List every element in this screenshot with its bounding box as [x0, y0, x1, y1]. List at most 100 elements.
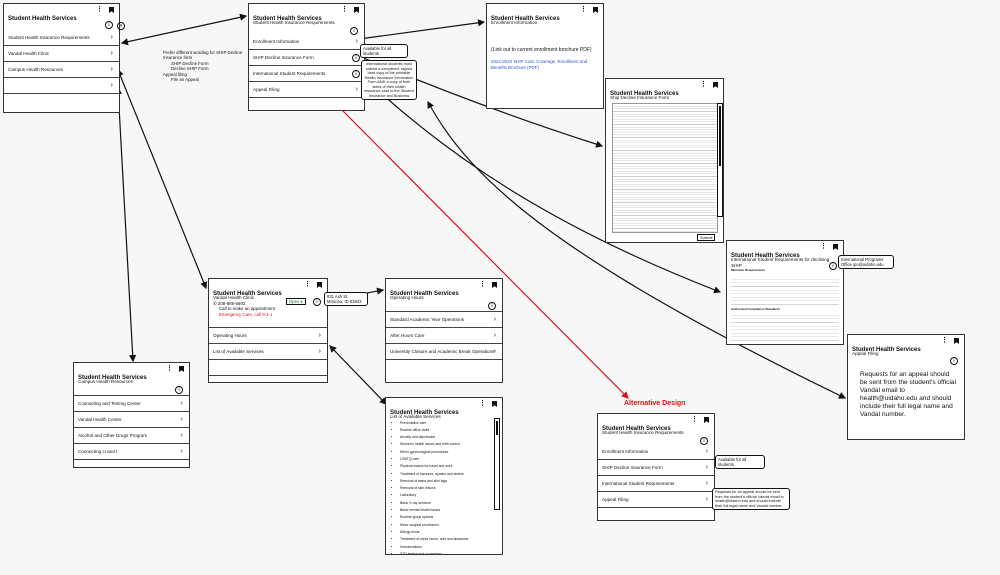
requirements-text: [731, 276, 839, 306]
list-item: Minor surgical procedures: [400, 522, 502, 529]
bookmark-icon[interactable]: [179, 366, 184, 372]
bookmark-icon[interactable]: [704, 417, 709, 423]
list-item: Preventative care: [400, 420, 502, 427]
info-icon[interactable]: i: [352, 53, 360, 62]
menu-item-decline-form[interactable]: SHIP Decline Insurance Form›: [598, 460, 714, 476]
menu-item-standard-hours[interactable]: Standard Academic Year Operations›: [386, 310, 502, 328]
screen-home: Student Health Services ⋮ i Student Heal…: [3, 3, 120, 113]
menu-item-empty[interactable]: [209, 360, 327, 377]
bookmark-icon[interactable]: [492, 401, 497, 407]
menu-item-international[interactable]: International Student Requirements›: [598, 476, 714, 492]
menu-item-operating-hours[interactable]: Operating Hours›: [209, 327, 327, 345]
bookmark-icon[interactable]: [954, 338, 959, 344]
chevron-right-icon: ›: [493, 315, 496, 323]
menu-item-campus-resources[interactable]: Campus Health Resources›: [4, 62, 119, 78]
menu-item-services[interactable]: List of Available Services›: [209, 344, 327, 361]
screen-subtitle: Operating Hours: [390, 295, 424, 300]
scrollbar[interactable]: [494, 418, 500, 510]
screen-alt-insurance: Student Health Services ⋮ Student Health…: [597, 413, 715, 521]
ipo-contact-bubble[interactable]: International Programs Office ipo@uidaho…: [838, 255, 894, 269]
alt-available-bubble: Available for all students: [715, 455, 765, 469]
clinic-phone[interactable]: 208-885-6693: [217, 300, 246, 306]
clinic-status-dropdown[interactable]: Open ▾: [286, 298, 306, 305]
arrow-insurance-enrollment: [350, 19, 486, 43]
info-icon[interactable]: i: [488, 301, 496, 310]
screen-services: Student Health Services ⋮ List of Availa…: [385, 397, 503, 555]
screen-subtitle: International Student Requirements for d…: [731, 257, 830, 268]
menu-item-clinic[interactable]: Vandal Health Clinic›: [4, 46, 119, 62]
kebab-menu-icon[interactable]: ⋮: [580, 6, 587, 13]
list-item: Women's health issues and birth control: [400, 441, 502, 448]
chevron-right-icon: ›: [355, 37, 358, 45]
kebab-menu-icon[interactable]: ⋮: [166, 365, 173, 372]
info-icon[interactable]: i: [105, 21, 113, 29]
chevron-right-icon: ›: [180, 399, 183, 407]
bookmark-icon[interactable]: [713, 82, 718, 88]
app-title: Student Health Services: [253, 16, 322, 22]
info-icon[interactable]: i: [175, 385, 183, 394]
clinic-address-bubble[interactable]: 831 Ash St. Moscow, ID 83843: [324, 292, 368, 306]
chevron-right-icon: ›: [493, 331, 496, 339]
chevron-right-icon: ›: [110, 50, 113, 57]
kebab-menu-icon[interactable]: ⋮: [820, 243, 827, 250]
info-icon[interactable]: i: [352, 69, 360, 78]
menu-item-appeal[interactable]: Appeal Filing›: [598, 492, 714, 508]
kebab-menu-icon[interactable]: ⋮: [96, 6, 103, 13]
info-icon[interactable]: i: [350, 26, 358, 35]
section-minimum: Minimum Requirements: [731, 268, 766, 272]
intl-requirement-bubble: International students must submit a com…: [361, 60, 417, 100]
menu-item-appeal[interactable]: Appeal Filing›: [249, 82, 364, 98]
menu-item-alcohol-drugs[interactable]: Alcohol and Other Drugs Program›: [74, 428, 189, 444]
menu-item-counseling[interactable]: Counseling and Testing Center›: [74, 394, 189, 412]
arrow-home-campus: [114, 86, 137, 363]
info-icon[interactable]: i: [829, 262, 837, 270]
chevron-right-icon: ›: [318, 348, 321, 356]
app-title: Student Health Services: [390, 410, 459, 416]
alt-appeal-bubble: Requests for an appeal should be sent fr…: [712, 488, 790, 510]
menu-item-empty[interactable]: ›: [4, 78, 119, 94]
kebab-menu-icon[interactable]: ⋮: [479, 281, 486, 288]
bookmark-icon[interactable]: [317, 282, 322, 288]
chevron-right-icon: ›: [180, 431, 183, 439]
kebab-menu-icon[interactable]: ⋮: [341, 6, 348, 13]
screen-subtitle: List of Available Services: [390, 414, 441, 419]
chevron-right-icon: ›: [705, 463, 708, 471]
kebab-menu-icon[interactable]: ⋮: [304, 281, 311, 288]
submit-button[interactable]: Submit: [697, 234, 716, 241]
chevron-right-icon: ›: [180, 447, 183, 455]
scrollbar[interactable]: [717, 103, 723, 217]
kebab-menu-icon[interactable]: ⋮: [479, 400, 486, 407]
kebab-menu-icon[interactable]: ⋮: [700, 81, 707, 88]
menu-item-vandal-health[interactable]: Vandal Health Center›: [74, 412, 189, 428]
screen-subtitle: Appeal Filing: [852, 351, 879, 356]
menu-item-enrollment[interactable]: Enrollment Information›: [598, 444, 714, 460]
menu-item-enrollment[interactable]: Enrollment Information›: [249, 34, 364, 50]
bookmark-icon[interactable]: [833, 244, 838, 250]
services-list: Preventative careRoutine office visitsAn…: [386, 420, 502, 555]
bookmark-icon[interactable]: [492, 282, 497, 288]
bookmark-icon[interactable]: [109, 7, 114, 13]
menu-item-connecting[interactable]: Connecting U and I›: [74, 444, 189, 460]
chevron-right-icon: ›: [110, 82, 113, 89]
kebab-menu-icon[interactable]: ⋮: [691, 416, 698, 423]
info-icon[interactable]: i: [700, 436, 708, 445]
bookmark-icon[interactable]: [593, 7, 598, 13]
list-item: Immunizations: [400, 544, 502, 551]
link-note: (Link out to current enrollment brochure…: [491, 46, 592, 53]
alternative-design-label: Alternative Design: [624, 400, 686, 407]
app-title: Student Health Services: [213, 291, 282, 297]
decline-form-document[interactable]: [612, 103, 718, 233]
menu-item-insurance[interactable]: Student Health Insurance Requirements›: [4, 30, 119, 46]
close-icon[interactable]: ×: [117, 22, 125, 30]
chevron-right-icon: ›: [110, 34, 113, 41]
menu-item-closure[interactable]: University Closure and Academic Break Op…: [386, 344, 502, 360]
info-icon[interactable]: i: [950, 357, 958, 365]
brochure-link[interactable]: 2022-2023 SHIP Cost, Coverage, Enrollmen…: [491, 59, 588, 70]
menu-item-after-hours[interactable]: After Hours Care›: [386, 328, 502, 344]
info-icon[interactable]: i: [313, 298, 321, 306]
chevron-right-icon: ›: [355, 85, 358, 93]
bookmark-icon[interactable]: [354, 7, 359, 13]
kebab-menu-icon[interactable]: ⋮: [941, 337, 948, 344]
